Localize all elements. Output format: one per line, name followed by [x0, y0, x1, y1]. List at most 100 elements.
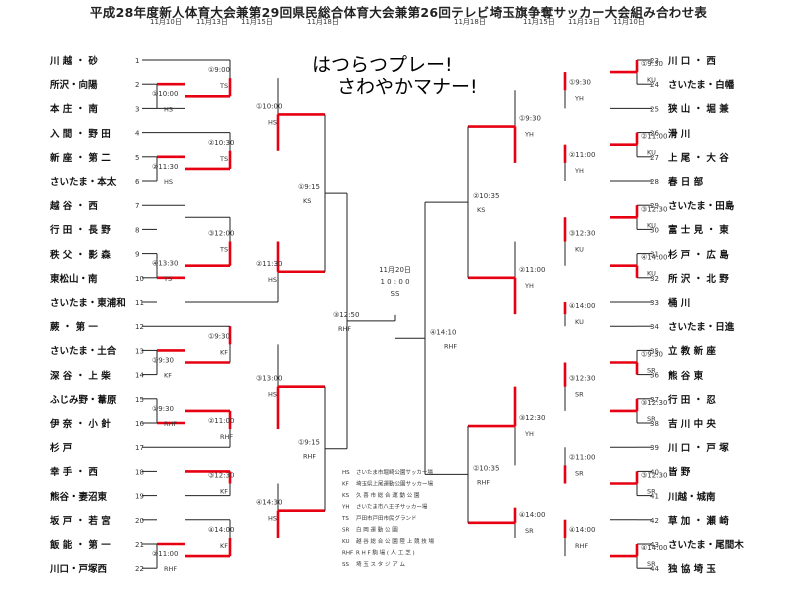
team-number: 17 [135, 444, 144, 452]
match-time: ②11:00 [152, 550, 178, 558]
team-number: 44 [650, 565, 659, 573]
match-time: ①9:30 [569, 78, 591, 86]
team-number: 34 [650, 323, 659, 331]
team-number: 36 [650, 372, 659, 380]
match-time: ①9:15 [298, 183, 320, 191]
page-title: 平成28年度新人体育大会兼第29回県民総合体育大会兼第26回テレビ埼玉旗争奪サッ… [90, 5, 708, 20]
slogan-line-1: はつらつプレー! [312, 54, 453, 76]
match-venue: KU [647, 221, 656, 229]
team-name: 川越・城南 [668, 491, 716, 503]
match-venue: KS [303, 197, 311, 205]
team-name: 川口・戸塚西 [50, 564, 108, 576]
team-number: 14 [135, 372, 144, 380]
team-name: 独 協 埼 玉 [668, 564, 716, 576]
team-name: 富 士 見 ・ 東 [668, 225, 729, 237]
team-number: 12 [135, 323, 144, 331]
team-name: 新 座 ・ 第 二 [50, 152, 111, 164]
match-venue: KU [647, 149, 656, 157]
venue-name: 久 喜 市 総 合 運 動 公 園 [356, 491, 420, 499]
match-venue: KF [220, 348, 228, 356]
venue-name: さいたま市八王子サッカー場 [356, 503, 428, 511]
venue-code: KU [342, 539, 350, 545]
match-time: ③12:30 [641, 472, 667, 480]
match-time: ③12:30 [641, 205, 667, 213]
match-venue: HS [164, 178, 173, 186]
match-time: ③12:30 [569, 375, 595, 383]
team-name: さいたま・田島 [668, 201, 735, 213]
team-name: 草 加 ・ 瀬 崎 [668, 515, 729, 527]
venue-code: SS [342, 562, 349, 568]
match-venue: HS [268, 391, 277, 399]
team-number: 37 [650, 396, 659, 404]
match-venue: YH [524, 131, 534, 139]
team-name: 越 谷 ・ 西 [50, 201, 98, 213]
team-name: 蕨 ・ 第 一 [50, 322, 98, 334]
date-label: 11月15日 [523, 18, 555, 26]
venue-code: TS [341, 516, 349, 522]
team-number: 20 [135, 517, 144, 525]
team-number: 9 [135, 251, 139, 259]
match-venue: RHF [338, 325, 351, 333]
team-name: 上 尾 ・ 大 谷 [668, 152, 729, 164]
venue-name: 白 岡 運 動 公 園 [356, 526, 398, 534]
team-number: 3 [135, 105, 139, 113]
match-venue: SR [575, 469, 584, 477]
team-name: さいたま・日進 [668, 322, 735, 334]
team-number: 41 [650, 493, 659, 501]
match-venue: SR [525, 527, 534, 535]
team-number: 38 [650, 420, 659, 428]
match-venue: KF [220, 488, 228, 496]
venue-name: さいたま市堀崎公園サッカー場 [356, 468, 433, 476]
team-number: 40 [650, 468, 659, 476]
match-time: ②11:00 [641, 133, 667, 141]
match-venue: KU [575, 318, 584, 326]
team-number: 39 [650, 444, 659, 452]
match-time: ①9:15 [298, 439, 320, 447]
team-number: 23 [650, 57, 659, 65]
team-number: 5 [135, 154, 139, 162]
match-venue: YH [524, 430, 534, 438]
match-venue: KS [477, 206, 485, 214]
team-name: 入 間 ・ 野 田 [50, 128, 111, 140]
match-time: ②11:30 [256, 260, 282, 268]
team-number: 25 [650, 105, 659, 113]
team-number: 22 [135, 565, 144, 573]
match-venue: YH [574, 94, 584, 102]
team-number: 15 [135, 396, 144, 404]
venue-name: 埼 玉 ス タ ジ ア ム [356, 560, 405, 568]
team-name: 飯 能 ・ 第 一 [50, 540, 111, 551]
match-venue: HS [268, 276, 277, 284]
match-venue: YH [524, 282, 534, 290]
team-number: 35 [650, 347, 659, 355]
team-name: 川 口 ・ 西 [668, 56, 716, 67]
team-number: 18 [135, 468, 144, 476]
match-venue: YH [574, 167, 584, 175]
slogan-line-2: さわやかマナー! [337, 76, 478, 98]
team-number: 21 [135, 541, 144, 549]
final-date: 11月20日 [379, 266, 411, 274]
match-time: ④14:00 [569, 302, 595, 310]
match-venue: SR [575, 391, 584, 399]
date-label: 11月10日 [613, 18, 645, 26]
team-number: 4 [135, 130, 140, 138]
team-name: 坂 戸 ・ 若 宮 [50, 515, 111, 527]
match-venue: RHF [164, 420, 177, 428]
match-time: ①10:00 [152, 90, 178, 98]
venue-name: 越 谷 総 合 公 園 陸 上 競 技 場 [356, 537, 434, 545]
team-number: 26 [650, 130, 659, 138]
team-name: 狭 山 ・ 堀 兼 [668, 104, 729, 116]
match-time: ④14:30 [256, 499, 282, 507]
match-time: ②11:00 [519, 266, 545, 274]
team-name: 深 谷 ・ 上 柴 [50, 370, 111, 382]
team-number: 2 [135, 81, 139, 89]
match-venue: KU [647, 270, 656, 278]
match-time: ①9:30 [641, 351, 663, 359]
match-venue: SR [647, 560, 656, 568]
match-time: ①9:30 [152, 405, 174, 413]
date-label: 11月18日 [454, 18, 486, 26]
venue-name: R H F 駒 場 ( 人 工 芝 ) [356, 549, 415, 557]
venue-code: KF [342, 482, 349, 488]
venue-code: KS [342, 493, 350, 499]
team-name: 杉 戸 ・ 広 島 [668, 249, 729, 261]
